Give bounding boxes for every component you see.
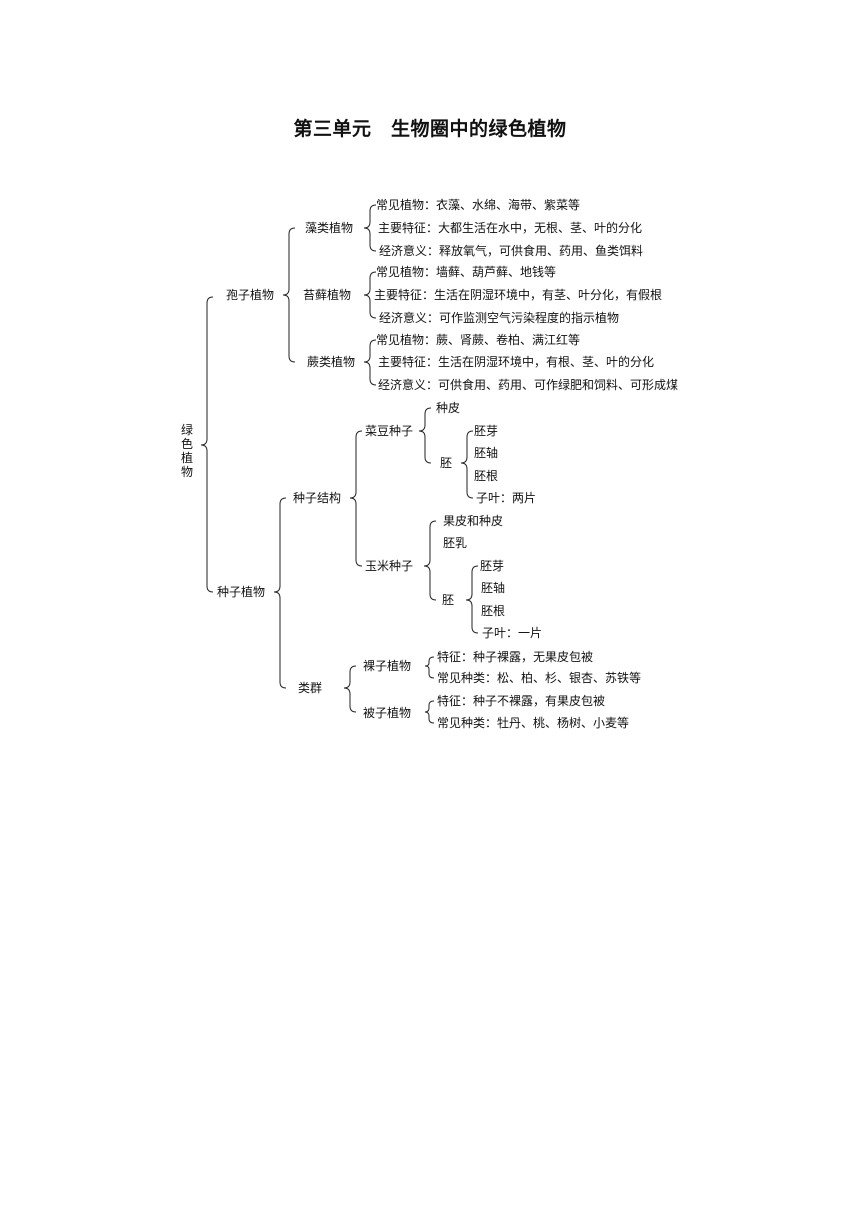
corn-embryo-part: 胚芽 — [480, 559, 505, 573]
moss-brace — [363, 271, 377, 319]
corn-seed-coat: 果皮和种皮 — [443, 514, 504, 528]
bean-embryo-label: 胚 — [440, 456, 453, 470]
corn-brace — [423, 520, 437, 601]
gymnosperm-label: 裸子植物 — [363, 659, 412, 673]
corn-seed-label: 玉米种子 — [365, 559, 414, 573]
corn-endosperm: 胚乳 — [443, 536, 468, 550]
bean-brace — [418, 407, 432, 464]
bean-seed-coat: 种皮 — [436, 401, 461, 415]
angiosperm-item: 特征：种子不裸露，有果皮包被 — [437, 694, 606, 708]
moss-label: 苔藓植物 — [303, 288, 352, 302]
groups-label: 类群 — [298, 681, 323, 695]
algae-item: 常见植物：衣藻、水绵、海带、紫菜等 — [376, 198, 581, 212]
gymno-brace — [424, 656, 435, 679]
root-label: 绿色植物 — [180, 423, 193, 479]
corn-embryo-brace — [465, 565, 479, 634]
moss-item: 常见植物：墙藓、葫芦藓、地钱等 — [376, 265, 557, 279]
algae-item: 经济意义：释放氧气，可供食用、药用、鱼类饵料 — [379, 244, 644, 258]
bean-embryo-part: 胚轴 — [474, 446, 499, 460]
spore-brace — [282, 227, 296, 363]
angiosperm-item: 常见种类：牡丹、桃、杨树、小麦等 — [437, 716, 630, 730]
bean-embryo-part: 胚芽 — [474, 424, 499, 438]
angiosperm-label: 被子植物 — [363, 706, 412, 720]
corn-embryo-part: 胚根 — [481, 604, 506, 618]
fern-label: 蕨类植物 — [307, 355, 356, 369]
bean-embryo-part: 胚根 — [474, 469, 499, 483]
spore-plants-label: 孢子植物 — [226, 288, 275, 302]
seed-structure-label: 种子结构 — [293, 491, 342, 505]
angio-brace — [424, 700, 435, 724]
corn-embryo-label: 胚 — [442, 593, 455, 607]
algae-label: 藻类植物 — [305, 221, 354, 235]
groups-brace — [343, 665, 357, 713]
root-brace — [200, 296, 214, 593]
gymnosperm-item: 特征：种子裸露，无果皮包被 — [437, 650, 594, 664]
fern-item: 主要特征：生活在阴湿环境中，有根、茎、叶的分化 — [378, 355, 655, 369]
fern-brace — [363, 339, 377, 386]
bean-embryo-brace — [460, 430, 474, 499]
algae-brace — [363, 204, 377, 252]
seed-brace — [273, 497, 287, 689]
corn-embryo-part: 胚轴 — [481, 581, 506, 595]
gymnosperm-item: 常见种类：松、柏、杉、银杏、苏铁等 — [437, 671, 642, 685]
page-title: 第三单元 生物圈中的绿色植物 — [293, 118, 567, 140]
bean-embryo-part: 子叶：两片 — [476, 491, 537, 505]
fern-item: 经济意义：可供食用、药用、可作绿肥和饲料、可形成煤 — [378, 378, 679, 392]
moss-item: 经济意义：可作监测空气污染程度的指示植物 — [379, 311, 620, 325]
seed-plants-label: 种子植物 — [217, 585, 266, 599]
moss-item: 主要特征：生活在阴湿环境中，有茎、叶分化，有假根 — [374, 288, 663, 302]
bean-seed-label: 菜豆种子 — [365, 424, 414, 438]
fern-item: 常见植物：蕨、肾蕨、卷柏、满江红等 — [376, 333, 581, 347]
algae-item: 主要特征：大都生活在水中，无根、茎、叶的分化 — [378, 221, 643, 235]
structure-brace — [349, 430, 363, 567]
corn-embryo-part: 子叶：一片 — [482, 626, 543, 640]
